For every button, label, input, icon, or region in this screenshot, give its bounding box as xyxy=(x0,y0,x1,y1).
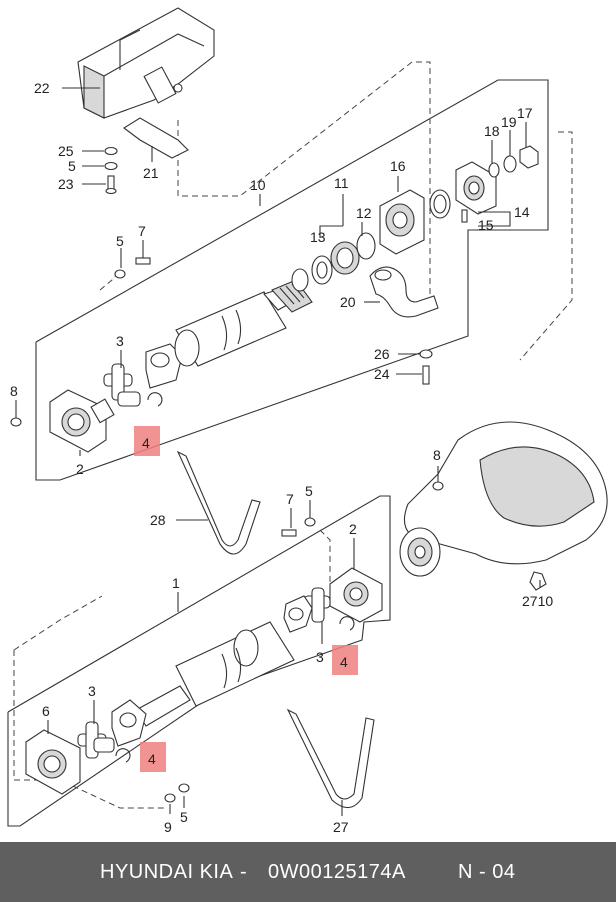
rear-differential-2710 xyxy=(399,421,608,591)
callout-5: 5 xyxy=(305,483,313,499)
highlight-box-4-right xyxy=(332,645,358,675)
upper-right-dash-guide xyxy=(519,131,573,361)
callout-19: 19 xyxy=(501,114,517,130)
callout-23: 23 xyxy=(58,176,74,192)
companion-flange-14 xyxy=(429,161,497,223)
plate-21 xyxy=(123,117,189,159)
universal-joint-3-lower xyxy=(303,587,331,623)
upper-assembly-frame xyxy=(35,79,549,481)
callout-8: 8 xyxy=(433,447,441,463)
callout-16: 16 xyxy=(390,158,406,174)
highlight-box-4-lower xyxy=(140,742,166,772)
callout-3: 3 xyxy=(116,333,124,349)
bearing-bracket-20 xyxy=(369,266,439,318)
callout-4: 4 xyxy=(142,435,150,451)
leader-lines xyxy=(15,87,541,816)
callout-3: 3 xyxy=(88,683,96,699)
snap-ring-4-lower-right xyxy=(339,616,355,631)
callout-8: 8 xyxy=(10,383,18,399)
callout-7: 7 xyxy=(138,223,146,239)
mount-dash-guide xyxy=(177,61,431,300)
callout-5: 5 xyxy=(68,158,76,174)
strap-27 xyxy=(286,708,375,809)
callout-26: 26 xyxy=(374,346,390,362)
callout-labels: 22 25 5 23 21 10 7 5 3 8 2 4 11 13 12 16… xyxy=(10,80,553,835)
footer-separator: - xyxy=(240,860,248,883)
footer-page-ref: N - 04 xyxy=(458,860,516,883)
callout-1: 1 xyxy=(172,575,180,591)
callout-11: 11 xyxy=(334,175,349,191)
bolt-nut-lower xyxy=(164,517,316,803)
callout-4: 4 xyxy=(148,751,156,767)
propeller-shaft-tube-lower xyxy=(135,621,295,727)
callout-24: 24 xyxy=(374,366,390,382)
slip-yoke-lower xyxy=(283,595,313,633)
callout-22: 22 xyxy=(34,80,50,96)
nut-8-upper xyxy=(10,417,22,427)
universal-joint-3-upper xyxy=(103,363,141,407)
callout-9: 9 xyxy=(164,819,172,835)
bolt-nut-upper-left xyxy=(114,257,151,279)
callout-2: 2 xyxy=(76,461,84,477)
callout-4: 4 xyxy=(340,654,348,670)
callout-2710: 2710 xyxy=(522,593,553,609)
spline-shaft-upper xyxy=(271,279,313,313)
bolt-set-26-24 xyxy=(419,349,433,385)
callout-27: 27 xyxy=(333,819,349,835)
callout-18: 18 xyxy=(484,123,500,139)
exploded-parts-diagram: 22 25 5 23 21 10 7 5 3 8 2 4 11 13 12 16… xyxy=(7,7,608,835)
strap-28 xyxy=(176,450,261,555)
callout-14: 14 xyxy=(514,204,530,220)
callout-6: 6 xyxy=(42,703,50,719)
snap-ring-4-lower-left xyxy=(115,748,131,763)
highlight-box-4-upper xyxy=(134,426,160,456)
callout-17: 17 xyxy=(517,105,533,121)
flange-yoke-2-lower xyxy=(329,567,383,623)
center-bearing-16 xyxy=(379,189,425,255)
callout-13: 13 xyxy=(310,229,326,245)
callout-3: 3 xyxy=(316,649,324,665)
footer-part-number: 0W00125174A xyxy=(268,860,406,883)
callout-10: 10 xyxy=(250,177,266,193)
footer-brand: HYUNDAI KIA xyxy=(100,860,234,883)
flange-yoke-6-lower xyxy=(25,729,81,795)
callout-2: 2 xyxy=(349,521,357,537)
callout-28: 28 xyxy=(150,512,166,528)
flange-yoke-2-upper xyxy=(49,389,115,453)
callout-7: 7 xyxy=(286,491,294,507)
propeller-shaft-tube-upper xyxy=(174,285,297,367)
bolt-set-top-left xyxy=(104,146,118,195)
callout-20: 20 xyxy=(340,294,356,310)
lower-right-dash-guide xyxy=(319,529,331,590)
callout-25: 25 xyxy=(58,143,74,159)
slip-yoke-lower-left xyxy=(111,699,147,747)
lower-assembly-frame xyxy=(7,495,391,827)
seal-stack xyxy=(291,232,376,292)
callout-21: 21 xyxy=(143,165,159,181)
washer-nut-set xyxy=(488,145,539,178)
callout-5: 5 xyxy=(180,809,188,825)
nut-8-differential xyxy=(432,481,444,491)
snap-ring-4-upper xyxy=(147,392,163,407)
support-bracket-22 xyxy=(77,7,215,119)
callout-5: 5 xyxy=(116,233,124,249)
callout-12: 12 xyxy=(356,205,372,221)
slip-yoke-upper xyxy=(145,343,183,389)
callout-15: 15 xyxy=(478,217,494,233)
lower-top-dash-guide xyxy=(13,595,103,651)
footer-bar: HYUNDAI KIA - 0W00125174A N - 04 xyxy=(0,842,616,902)
universal-joint-3-lower-left xyxy=(77,721,115,759)
